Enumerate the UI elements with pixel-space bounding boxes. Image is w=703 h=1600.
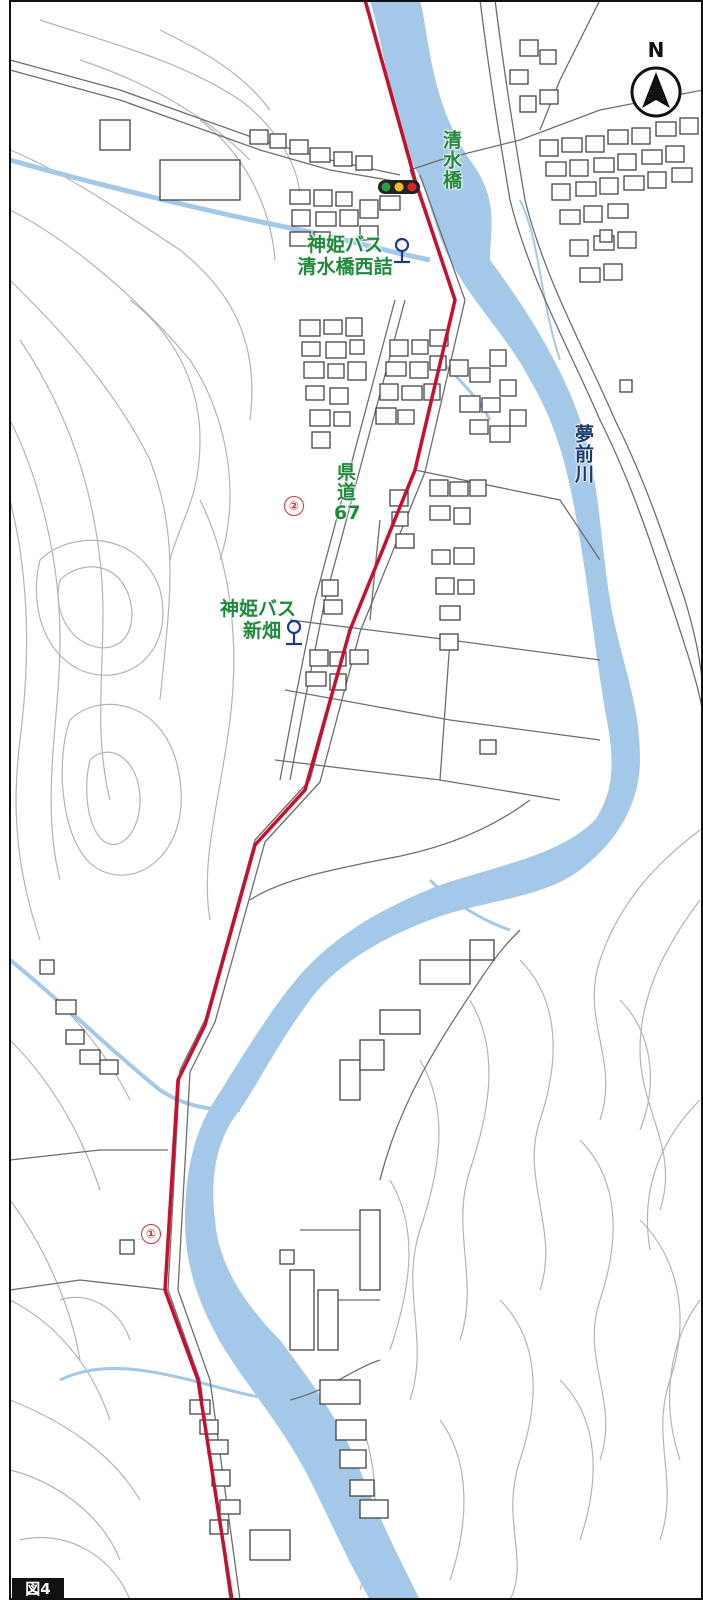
walking-route	[163, 0, 457, 1600]
point-1-marker: ①	[141, 1224, 161, 1244]
contour-lines	[9, 19, 301, 1600]
bus-stop-name: 神姫バス	[306, 234, 383, 256]
map-frame	[9, 0, 703, 1600]
north-arrow-icon: N	[628, 38, 684, 122]
bus-stop-icon	[394, 237, 410, 264]
point-2-marker: ②	[284, 496, 304, 516]
traffic-signal-icon	[378, 180, 420, 194]
buildings	[39, 39, 699, 1561]
bus-stop-icon	[286, 619, 302, 646]
road-number-label: 67	[334, 502, 361, 524]
north-label: N	[647, 38, 665, 62]
river	[8, 0, 640, 1600]
bus-stop-name: 清水橋西詰	[297, 256, 393, 278]
figure-label: 図4	[12, 1578, 64, 1600]
bus-stop-name: 神姫バス	[219, 598, 296, 620]
bridge-label: 清水橋	[439, 130, 462, 190]
river-label: 夢前川	[571, 424, 594, 484]
bus-stop-name: 新畑	[242, 620, 281, 642]
road-label: 県道	[333, 462, 356, 502]
